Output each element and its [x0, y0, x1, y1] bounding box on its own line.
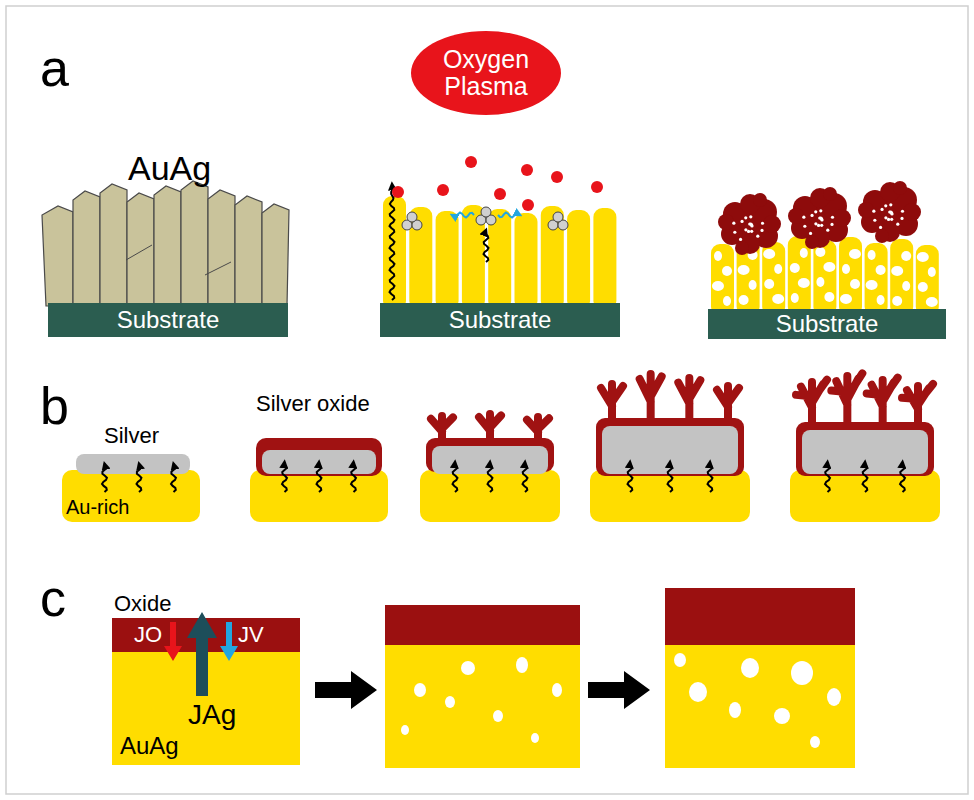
plasma-source: Oxygen Plasma	[411, 31, 561, 115]
node-text: Substrate	[776, 311, 879, 337]
diffusion-arrow	[708, 462, 713, 492]
diffusion-arrow	[498, 213, 520, 218]
substrate-band: Substrate	[380, 303, 620, 337]
panel-letter: c	[40, 570, 66, 627]
diffusion-arrow	[668, 462, 673, 492]
diffusion-arrow	[282, 462, 287, 492]
substrate-band: Substrate	[48, 303, 288, 337]
columnar-film	[42, 181, 289, 306]
diffusion-arrow	[628, 462, 633, 492]
kirkendall-voids	[315, 588, 855, 768]
diffusion-arrow	[523, 462, 528, 492]
diffusion-arrow	[102, 464, 107, 492]
oxygen-flux-arrow	[164, 622, 182, 661]
layer-label: Silver oxide	[256, 392, 370, 416]
diffusion-arrow	[137, 464, 142, 492]
panel-letter: b	[40, 378, 69, 435]
substrate-band: Substrate	[708, 309, 946, 339]
silver-flux-arrow	[187, 612, 217, 696]
node-text: Substrate	[117, 307, 220, 333]
diffusion-arrow	[351, 462, 356, 492]
diffusion-arrow	[488, 462, 493, 492]
node-text: Oxygen Plasma	[431, 46, 541, 101]
diffusion-arrow	[317, 462, 322, 492]
diffusion-arrow	[863, 462, 868, 492]
node-text: Substrate	[449, 307, 552, 333]
porous-columns	[711, 181, 939, 316]
diffusion-arrow	[825, 462, 830, 492]
oxide-growth-sequence	[62, 373, 940, 522]
vacancy-flux-arrow	[220, 622, 238, 661]
panel-letter: a	[40, 40, 69, 97]
layer-label: Silver	[104, 424, 159, 448]
node-text: Oxide	[114, 592, 171, 616]
node-text: AuAg	[120, 733, 179, 759]
plasma-columns	[383, 156, 616, 310]
material-label: AuAg	[128, 150, 211, 187]
diffusion-arrow	[484, 230, 489, 262]
diffusion-arrow	[390, 184, 395, 300]
figure-frame	[6, 6, 968, 794]
alloy-block: AuAg	[112, 652, 300, 765]
diffusion-arrow	[453, 462, 458, 492]
diffusion-arrow	[171, 464, 176, 492]
oxide-layer: Oxide	[112, 618, 300, 652]
diffusion-arrow	[452, 213, 474, 218]
layer-label: Au-rich	[66, 496, 129, 518]
diffusion-arrow	[900, 462, 905, 492]
